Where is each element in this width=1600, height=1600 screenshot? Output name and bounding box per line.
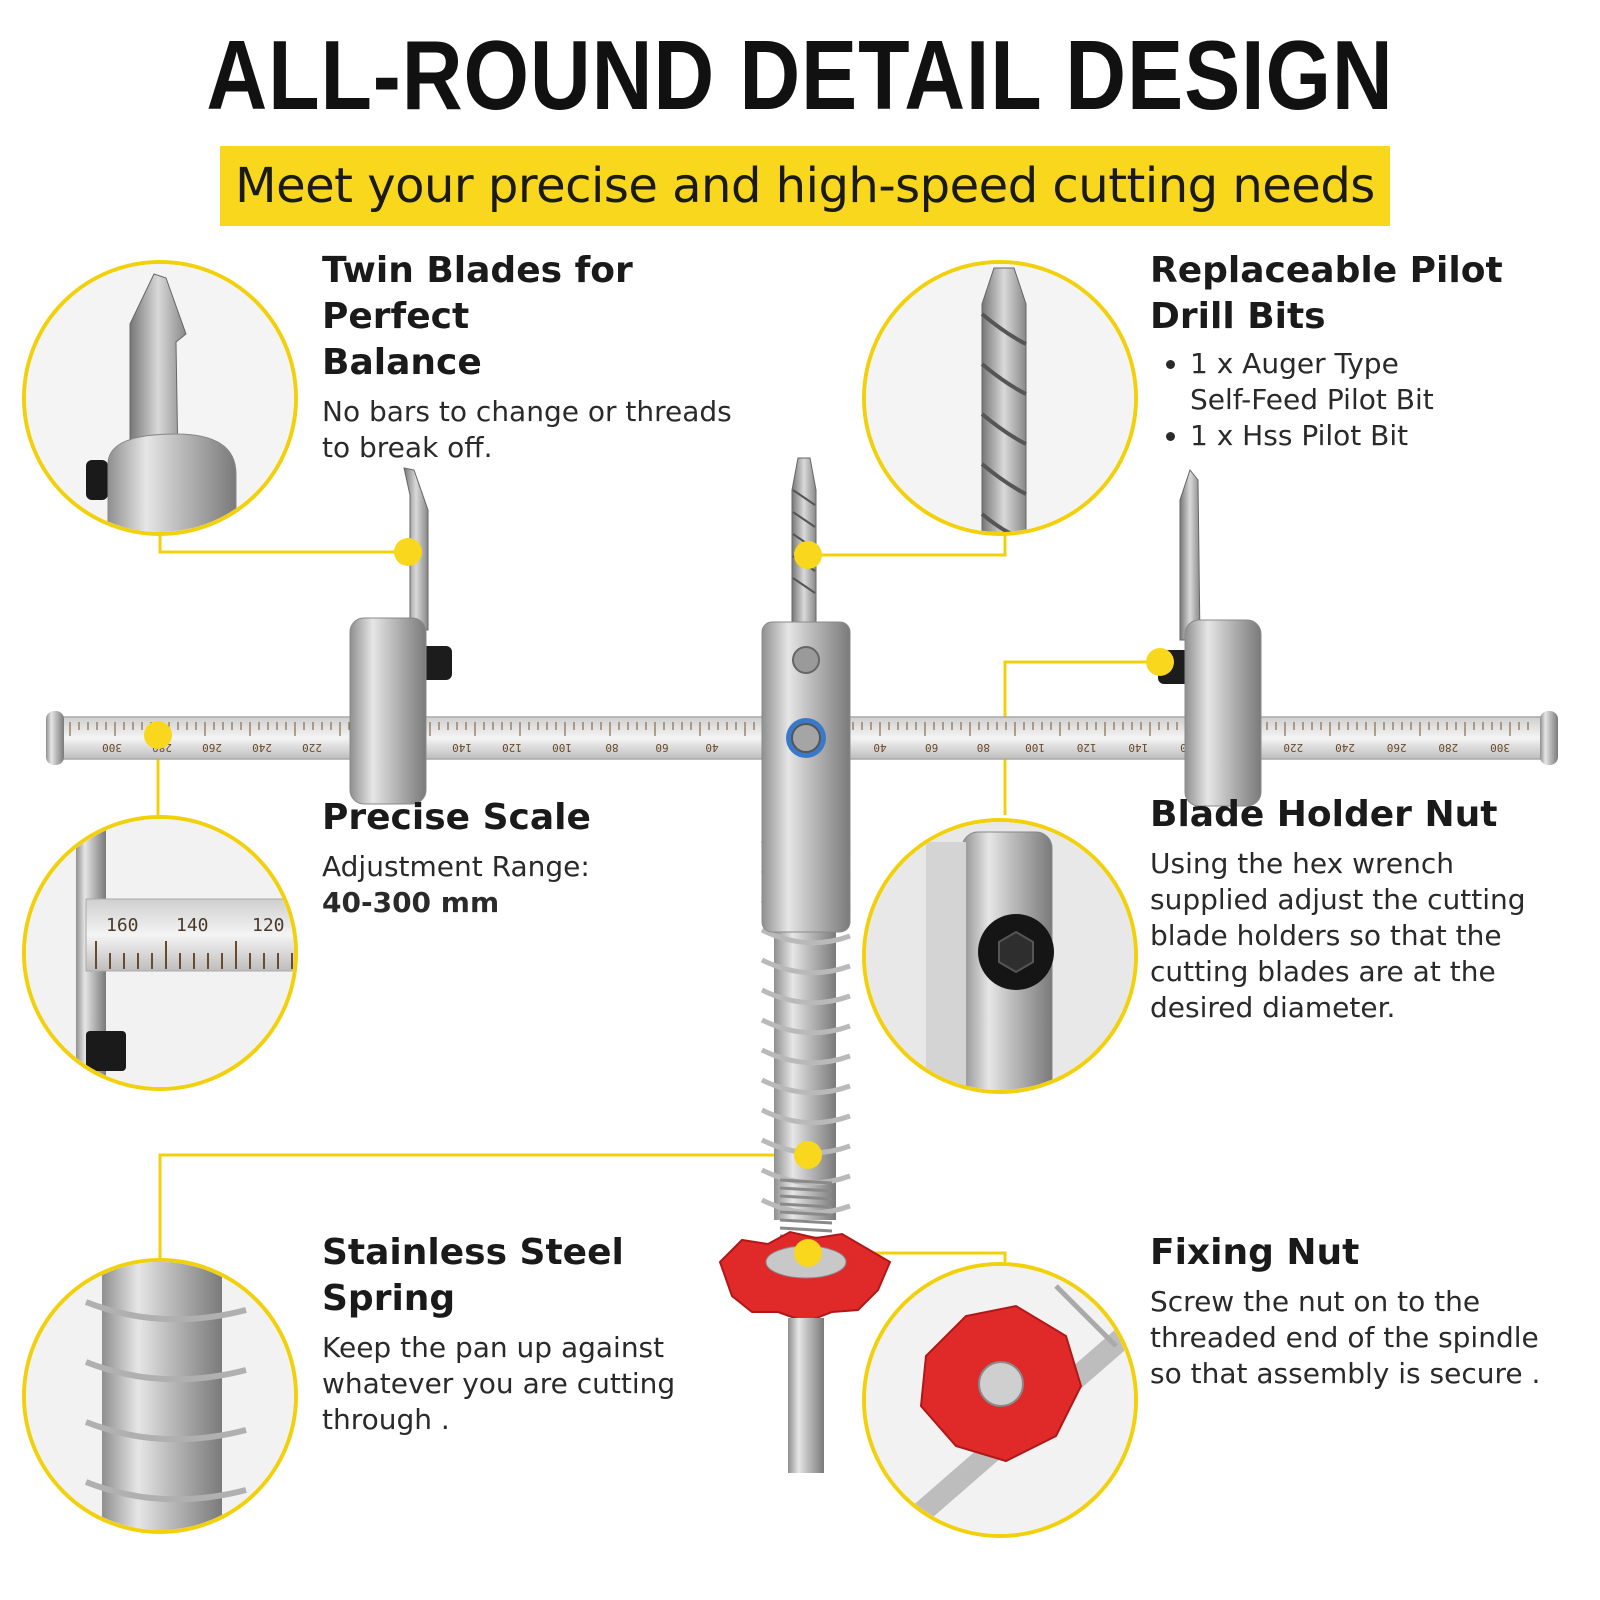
spring-desc-2: whatever you are cutting: [322, 1367, 676, 1400]
scale-labels: 3002802602402202001601401201008060404060…: [102, 741, 1510, 754]
pilot-bit-item-2: 1 x Hss Pilot Bit: [1190, 418, 1570, 454]
right-blade-holder: [1184, 619, 1262, 807]
left-scale-label: 240: [252, 741, 272, 754]
blade-holder-desc-4: cutting blades are at the: [1150, 955, 1496, 988]
left-scale-label: 40: [705, 741, 718, 754]
zoom-label-160: 160: [106, 915, 139, 936]
scale-closeup-circle: 160 140 120: [22, 815, 298, 1091]
drill-flutes: [792, 489, 816, 594]
right-scale-label: 100: [1025, 741, 1045, 754]
fixing-nut-closeup-circle: [862, 1262, 1138, 1538]
feature-spring: Stainless Steel Spring Keep the pan up a…: [322, 1230, 742, 1438]
left-scale-label: 80: [605, 741, 618, 754]
blade-closeup-circle: [22, 260, 298, 536]
scale-bar-end-left: [46, 711, 64, 765]
feature-twin-blades: Twin Blades for Perfect Balance No bars …: [322, 248, 762, 466]
scale-closeup-icon: 160 140 120: [26, 819, 294, 1087]
pilot-bit-item-1: 1 x Auger Type Self-Feed Pilot Bit: [1190, 346, 1460, 418]
precise-scale-title: Precise Scale: [322, 797, 591, 838]
fixing-nut-closeup-icon: [866, 1266, 1134, 1534]
blade-holder-desc-3: blade holders so that the: [1150, 919, 1502, 952]
hex-nut-closeup-icon: [866, 822, 1134, 1090]
fixing-nut-desc-3: so that assembly is secure .: [1150, 1357, 1541, 1390]
subtitle-text: Meet your precise and high-speed cutting…: [235, 158, 1375, 214]
spring-closeup-circle: [22, 1258, 298, 1534]
left-blade-holder: [349, 617, 427, 805]
arbor-set-screw: [791, 723, 821, 753]
hex-nut-closeup-circle: [862, 818, 1138, 1094]
left-scale-label: 260: [202, 741, 222, 754]
right-scale-label: 80: [977, 741, 990, 754]
right-scale-label: 240: [1335, 741, 1355, 754]
zoom-label-140: 140: [176, 915, 209, 936]
arbor-top-screw: [792, 646, 820, 674]
right-scale-label: 280: [1438, 741, 1458, 754]
precise-scale-desc: Adjustment Range:: [322, 850, 590, 883]
callout-dots: [144, 538, 1174, 1267]
left-holder-screw: [420, 646, 452, 680]
blade-holder-desc-1: Using the hex wrench: [1150, 847, 1454, 880]
fixing-nut-desc-1: Screw the nut on to the: [1150, 1285, 1481, 1318]
page-title: ALL-ROUND DETAIL DESIGN: [206, 20, 1394, 130]
spring-desc-3: through .: [322, 1403, 450, 1436]
feature-precise-scale: Precise Scale Adjustment Range: 40-300 m…: [322, 795, 722, 921]
feature-pilot-bits: Replaceable Pilot Drill Bits 1 x Auger T…: [1150, 248, 1570, 454]
right-scale-label: 260: [1387, 741, 1407, 754]
left-scale-label: 140: [452, 741, 472, 754]
right-scale-label: 220: [1283, 741, 1303, 754]
right-scale-label: 60: [925, 741, 938, 754]
fixing-nut-title: Fixing Nut: [1150, 1232, 1360, 1273]
twin-blades-desc-1: No bars to change or threads: [322, 395, 732, 428]
left-scale-label: 300: [102, 741, 122, 754]
blade-holder-desc-2: supplied adjust the cutting: [1150, 883, 1526, 916]
pilot-bits-title-2: Drill Bits: [1150, 296, 1326, 337]
left-scale-label: 120: [502, 741, 522, 754]
blade-holder-desc-5: desired diameter.: [1150, 991, 1396, 1024]
blade-holder-nut-title: Blade Holder Nut: [1150, 794, 1498, 835]
left-scale-label: 220: [302, 741, 322, 754]
right-blade: [1179, 468, 1201, 641]
scale-bar-end-right: [1540, 711, 1558, 765]
spring-title-1: Stainless Steel: [322, 1232, 624, 1273]
feature-blade-holder-nut: Blade Holder Nut Using the hex wrench su…: [1150, 792, 1590, 1026]
spindle-end: [788, 1318, 824, 1473]
arbor-body: [761, 621, 851, 933]
spring-title-2: Spring: [322, 1278, 456, 1319]
feature-fixing-nut: Fixing Nut Screw the nut on to the threa…: [1150, 1230, 1590, 1392]
pilot-bits-title-1: Replaceable Pilot: [1150, 250, 1503, 291]
zoom-label-120: 120: [252, 915, 285, 936]
right-scale-label: 120: [1077, 741, 1097, 754]
twin-blades-title-1: Twin Blades for Perfect: [322, 250, 633, 337]
blade-closeup-icon: [26, 264, 294, 532]
twin-blades-title-2: Balance: [322, 342, 482, 383]
left-scale-label: 100: [552, 741, 572, 754]
subtitle-banner: Meet your precise and high-speed cutting…: [220, 146, 1390, 226]
drill-bit-closeup-circle: [862, 260, 1138, 536]
left-scale-label: 60: [655, 741, 668, 754]
spring-closeup-icon: [26, 1262, 294, 1530]
right-scale-label: 140: [1128, 741, 1148, 754]
spring-desc-1: Keep the pan up against: [322, 1331, 665, 1364]
precise-scale-range: 40-300 mm: [322, 886, 500, 919]
twin-blades-desc-2: to break off.: [322, 431, 493, 464]
right-scale-label: 300: [1490, 741, 1510, 754]
right-scale-label: 40: [873, 741, 886, 754]
drill-bit-closeup-icon: [866, 264, 1134, 532]
pilot-bits-list: 1 x Auger Type Self-Feed Pilot Bit 1 x H…: [1150, 346, 1570, 454]
fixing-nut-desc-2: threaded end of the spindle: [1150, 1321, 1539, 1354]
